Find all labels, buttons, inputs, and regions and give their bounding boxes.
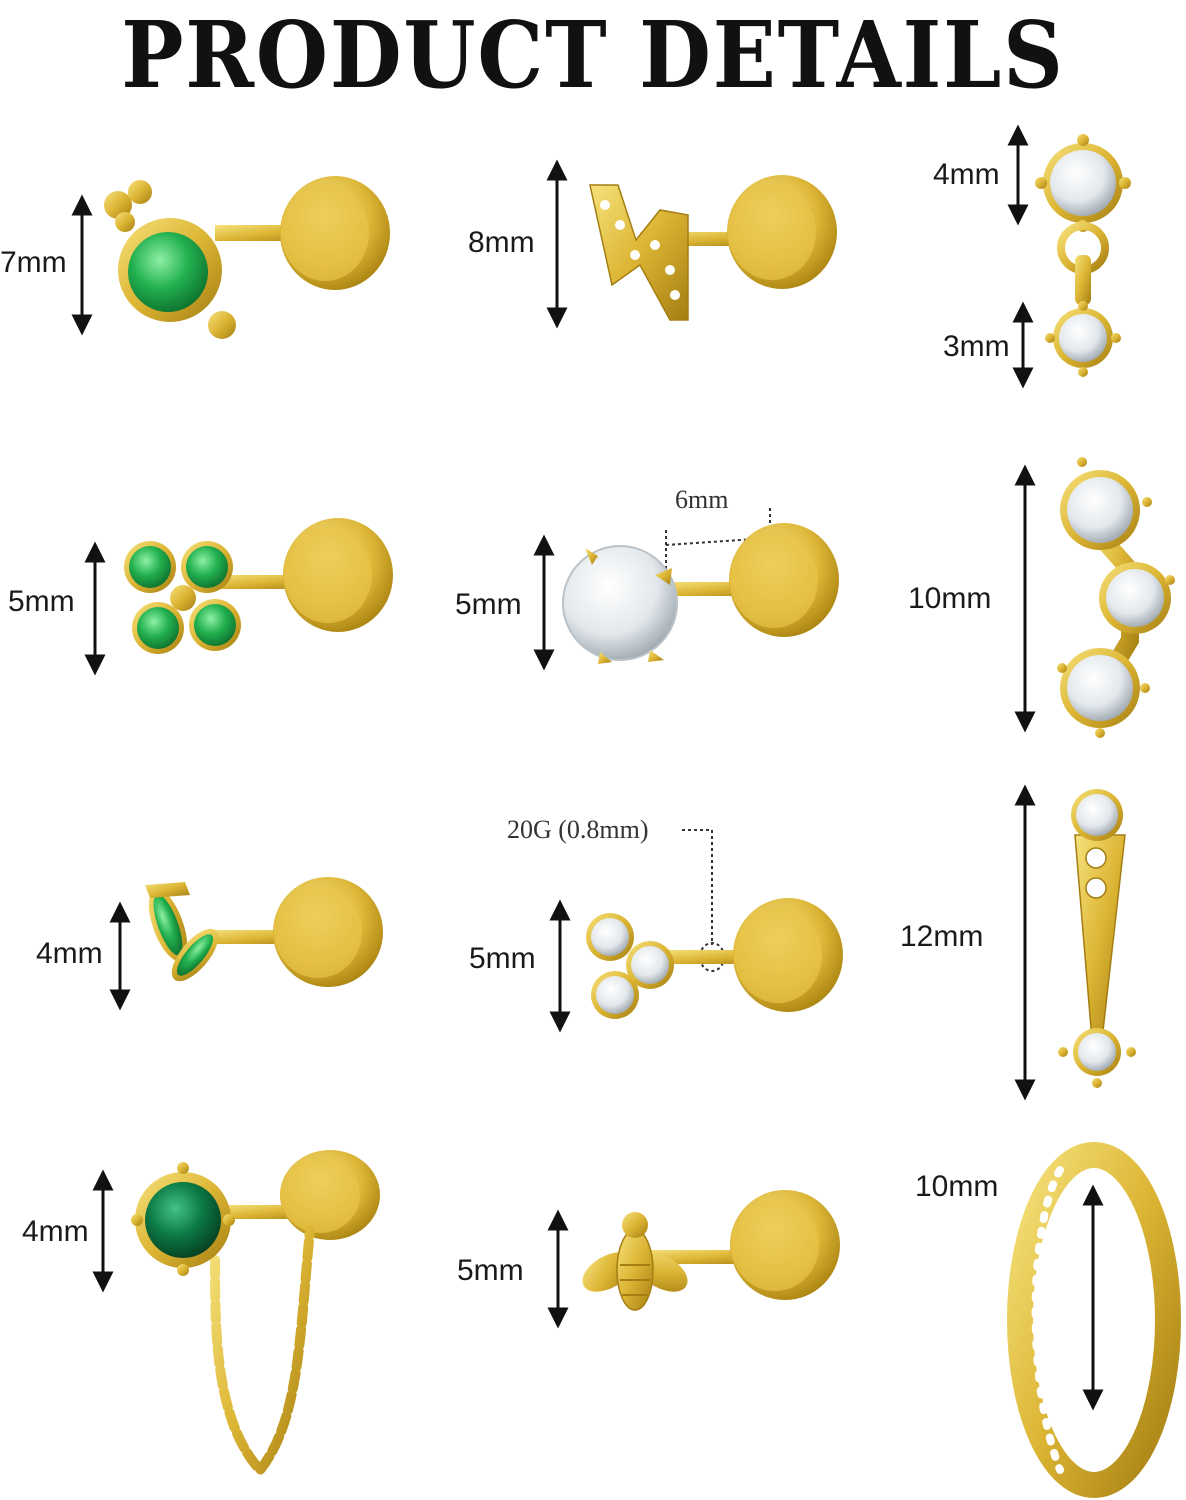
hoop [1007,1142,1181,1498]
size-label: 4mm [22,1215,89,1248]
cz-stone [562,545,678,661]
emerald-chain-stud [92,1150,380,1478]
size-label: 3mm [943,330,1010,363]
bee-head [622,1212,648,1238]
size-label: 5mm [457,1254,524,1287]
green-clover-stud [84,518,393,676]
size-label: 7mm [0,246,67,279]
size-label: 10mm [908,582,992,615]
size-label: 10mm [915,1170,999,1203]
size-label: 5mm [455,588,522,621]
size-label: 5mm [8,585,75,618]
size-label: 8mm [468,226,535,259]
green-cz-cluster-stud [71,176,390,339]
bee-body [616,1229,654,1311]
double-cz-dangle [1007,124,1131,389]
cz-top [1076,794,1118,836]
cz-bottom [1059,314,1107,362]
green-gem [128,232,208,312]
page-title: PRODUCT DETAILS [121,1,1065,109]
bar-length-label: 6mm [675,485,729,514]
size-label: 4mm [933,158,1000,191]
chain [210,1225,315,1478]
cz-top [1050,150,1116,216]
front-back-cz-jacket [1014,784,1136,1101]
bee-stud [547,1190,840,1329]
leaf-gem-2 [176,934,214,976]
gauge-dotted-line [682,829,713,945]
size-label: 12mm [900,920,984,953]
cz-huggie-hoop [1007,1142,1181,1498]
lightning-bolt-stud [546,159,837,329]
leaf-gem-1 [153,894,183,956]
round-cz-stud [533,508,839,671]
gauge-label: 20G (0.8mm) [507,815,649,844]
size-label: 4mm [36,937,103,970]
triple-cz-climber [1014,457,1175,738]
green-marquise-leaf-stud [109,877,383,1011]
size-label: 5mm [469,942,536,975]
emerald-gem [145,1182,221,1258]
cz-bottom [1078,1033,1116,1071]
trinity-cz-stud [549,829,843,1033]
center-bead [170,585,196,611]
